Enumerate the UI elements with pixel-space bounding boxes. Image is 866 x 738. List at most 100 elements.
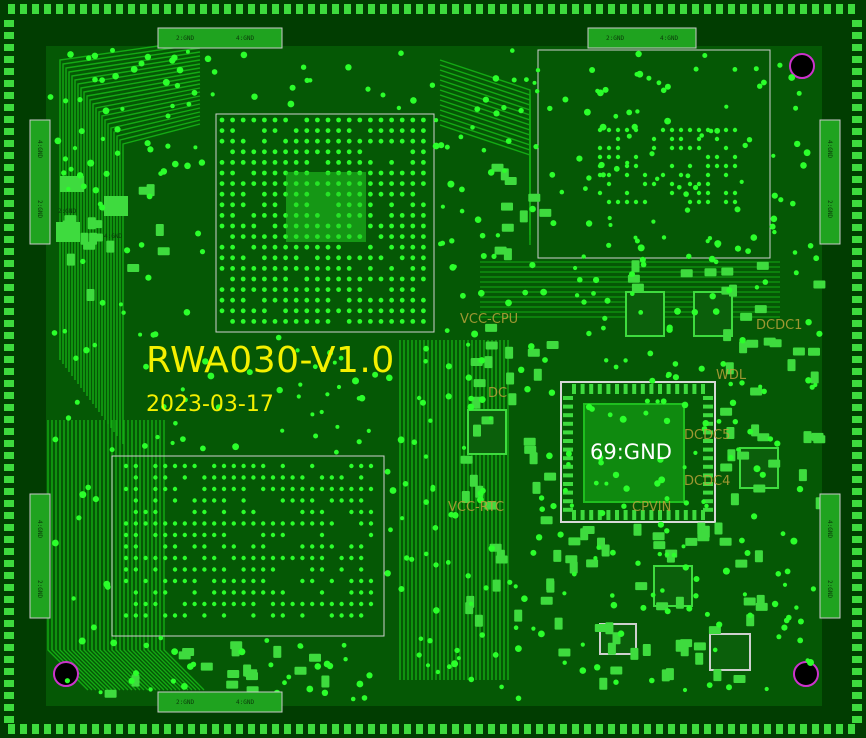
- module-pad: [714, 154, 720, 160]
- edge-pad: [4, 428, 14, 435]
- smd-pad: [540, 516, 553, 525]
- bga-ball: [399, 223, 405, 229]
- ddr-ball: [310, 509, 315, 515]
- module-pad: [633, 163, 639, 169]
- ddr-ball: [192, 498, 197, 503]
- bga-ball: [272, 191, 278, 197]
- ddr-ball: [172, 544, 178, 549]
- via: [187, 663, 194, 670]
- bga-ball: [421, 202, 426, 208]
- smd-pad: [523, 437, 536, 446]
- ddr-ball: [251, 578, 256, 584]
- bga-ball: [389, 297, 394, 303]
- smd-pad: [501, 223, 514, 232]
- smd-pad: [273, 645, 282, 658]
- pad-label-inner-2: 4:GND: [104, 233, 123, 240]
- bga-ball: [410, 276, 416, 282]
- ddr-ball: [133, 475, 138, 480]
- via: [215, 404, 222, 411]
- bga-ball: [410, 287, 416, 292]
- edge-pad: [4, 704, 14, 711]
- pmic-pin: [563, 421, 573, 426]
- module-pad: [606, 127, 612, 133]
- smd-pad: [104, 196, 128, 216]
- ddr-ball: [172, 555, 178, 561]
- module-pad: [642, 181, 648, 187]
- ddr-ball: [280, 601, 285, 607]
- trace: [91, 420, 133, 691]
- bga-ball: [251, 149, 257, 155]
- via: [693, 66, 699, 72]
- via: [783, 617, 790, 624]
- via: [683, 191, 689, 197]
- module-pad: [615, 145, 621, 151]
- via: [474, 216, 482, 223]
- via: [781, 624, 788, 631]
- edge-pad: [4, 260, 14, 267]
- ddr-ball: [133, 567, 138, 572]
- bga-ball: [283, 160, 288, 165]
- via: [761, 388, 767, 395]
- via: [726, 684, 732, 691]
- bga-ball: [251, 160, 257, 165]
- ddr-ball: [241, 555, 246, 561]
- trace: [83, 71, 201, 392]
- via: [384, 570, 391, 577]
- bga-ball: [262, 170, 267, 176]
- smd-pad: [106, 240, 115, 253]
- via: [445, 363, 452, 370]
- trace: [59, 39, 201, 360]
- via: [398, 50, 404, 56]
- bga-ball: [219, 308, 225, 314]
- smd-pad: [714, 522, 723, 535]
- via: [557, 531, 564, 538]
- ddr-ball: [153, 601, 158, 607]
- mounting-holes: [53, 53, 819, 687]
- edge-pad: [852, 668, 862, 675]
- via: [459, 208, 465, 214]
- gnd-pad-bottom-1: [157, 691, 283, 713]
- smd-pad: [720, 463, 733, 472]
- bga-ball: [219, 297, 225, 303]
- via: [388, 527, 393, 533]
- edge-pad: [852, 56, 862, 63]
- ddr-ball: [133, 498, 138, 503]
- edge-pad: [852, 236, 862, 243]
- via: [133, 670, 139, 677]
- bga-ball: [219, 191, 225, 197]
- edge-pad: [4, 296, 14, 303]
- ddr-ball: [261, 532, 266, 538]
- cpu-bga-outline: [215, 113, 435, 333]
- via: [54, 137, 62, 145]
- via: [423, 454, 429, 459]
- via: [754, 285, 760, 290]
- edge-pad: [56, 4, 63, 14]
- edge-pad: [4, 200, 14, 207]
- bga-ball: [421, 276, 426, 282]
- via: [296, 394, 301, 399]
- via: [708, 255, 716, 263]
- via: [664, 608, 671, 615]
- ddr-ball: [182, 578, 187, 584]
- via: [282, 680, 287, 686]
- edge-pad: [524, 724, 531, 734]
- via: [398, 586, 405, 592]
- ddr-ball: [163, 590, 168, 595]
- module-pad: [705, 199, 711, 205]
- via: [410, 97, 417, 104]
- via: [460, 292, 466, 299]
- via: [438, 142, 445, 149]
- edge-pad: [644, 4, 651, 14]
- smd-pad: [514, 609, 523, 622]
- pad-label-top-4: 4:GND: [660, 35, 679, 42]
- edge-pad: [852, 80, 862, 87]
- edge-pad: [176, 724, 183, 734]
- module-pad: [696, 145, 702, 151]
- bga-ball: [410, 181, 416, 187]
- bga-ball: [421, 181, 426, 187]
- via: [435, 669, 441, 675]
- ddr-ball: [202, 521, 207, 526]
- ddr-ball: [231, 578, 236, 584]
- edge-pad: [152, 4, 159, 14]
- ddr-ball: [133, 544, 138, 549]
